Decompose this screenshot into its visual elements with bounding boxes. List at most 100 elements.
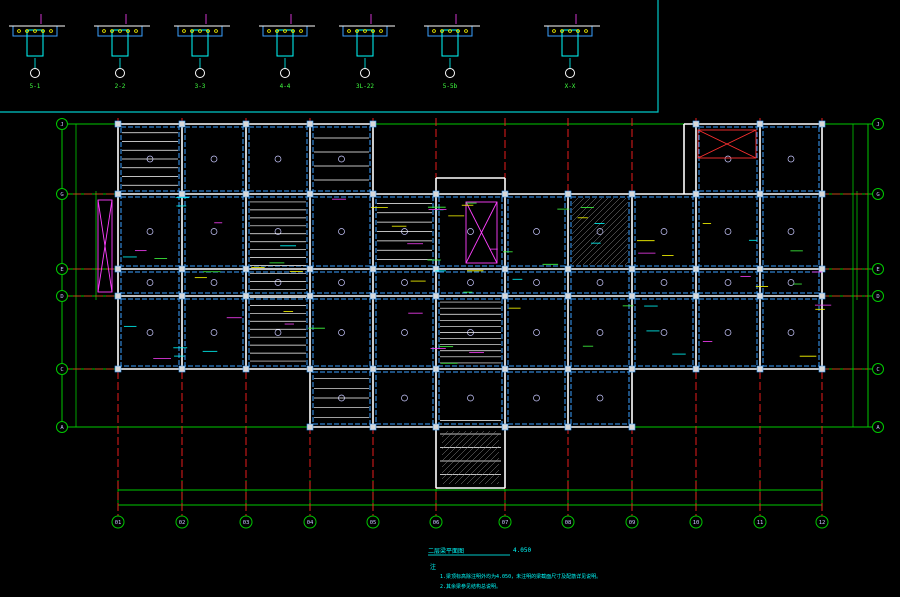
slab-panel <box>507 371 566 425</box>
column <box>242 265 250 273</box>
slab-tag-icon <box>146 228 154 235</box>
axis-bubble-icon <box>111 515 125 529</box>
column <box>756 265 764 273</box>
column <box>369 365 377 373</box>
rebar-dot <box>568 29 572 33</box>
axis-bubble-icon <box>56 188 68 200</box>
slab-tag-icon <box>467 394 474 402</box>
hatch-line <box>624 261 629 266</box>
hatch-line <box>478 463 500 485</box>
axis-bubble-icon <box>625 515 639 529</box>
column <box>628 292 636 300</box>
grid-x-label: 02 <box>179 520 186 526</box>
rebar-dot <box>456 29 460 33</box>
slab-tag-icon <box>210 155 218 163</box>
slab-tag-icon <box>596 394 604 402</box>
column <box>501 365 509 373</box>
opening-frame <box>697 129 757 159</box>
column <box>628 423 636 431</box>
grid-y-label: D <box>876 294 879 300</box>
slab-tag-icon <box>787 228 795 235</box>
column <box>564 423 572 431</box>
slab-tag-icon <box>724 279 732 286</box>
axis-bubble-icon <box>872 263 884 275</box>
hatch-line <box>441 430 473 462</box>
column <box>114 120 122 128</box>
slab-panel <box>120 196 180 267</box>
axis-bubble-icon <box>689 515 703 529</box>
column <box>178 120 186 128</box>
slab-tag-icon <box>401 329 408 336</box>
hatch-line <box>576 213 629 266</box>
column <box>628 365 636 373</box>
axis-bubble-icon <box>872 118 884 130</box>
column <box>818 120 826 128</box>
slab-panel <box>698 271 758 294</box>
column <box>306 423 314 431</box>
slab-tag-icon <box>660 329 668 336</box>
rebar-dot <box>432 29 436 33</box>
axis-bubble-icon <box>56 363 68 375</box>
detail-frame <box>0 0 659 113</box>
column <box>432 423 440 431</box>
column <box>432 190 440 198</box>
slab-panel <box>312 298 371 367</box>
column <box>628 190 636 198</box>
hatch-line <box>441 430 479 468</box>
slab-tag-icon <box>724 329 732 336</box>
rebar-dot <box>379 29 383 33</box>
rebar-dot <box>214 29 218 33</box>
section-marker-icon <box>195 68 205 78</box>
column <box>432 292 440 300</box>
hatch-line <box>460 445 500 485</box>
column <box>501 190 509 198</box>
axis-bubble-icon <box>872 188 884 200</box>
rebar-dot <box>102 29 106 33</box>
grid-y-label: J <box>60 122 63 128</box>
grid-x-label: 04 <box>307 520 314 526</box>
column <box>306 120 314 128</box>
hatch-line <box>571 197 615 241</box>
hatch-line <box>441 430 455 444</box>
slab-panel <box>312 196 371 267</box>
column <box>564 265 572 273</box>
hatch-line <box>571 197 603 229</box>
column <box>628 265 636 273</box>
detail-label: 3L-22 <box>356 83 374 90</box>
detail-label: 2-2 <box>115 83 126 90</box>
grid-y-label: A <box>876 425 880 431</box>
column <box>818 365 826 373</box>
opening-cross-icon <box>465 201 498 264</box>
column <box>178 265 186 273</box>
column <box>564 190 572 198</box>
slab-tag-icon <box>724 155 732 163</box>
notes-line-1: 1.梁顶标高除注明外均为4.050，未注明的梁截面尺寸及配筋详见说明。 <box>440 573 601 580</box>
slab-panel <box>312 371 371 425</box>
column <box>306 365 314 373</box>
hatch-line <box>618 255 629 266</box>
column <box>369 292 377 300</box>
slab-tag-icon <box>210 228 218 235</box>
detail-label: 5-1 <box>30 83 41 90</box>
rebar-dot <box>267 29 271 33</box>
slab-tag-icon <box>467 228 474 235</box>
axis-bubble-icon <box>815 515 829 529</box>
notes-heading: 注 <box>430 563 436 571</box>
hatch-line <box>454 439 500 485</box>
slab-panel <box>184 126 244 192</box>
hatch-line <box>571 197 591 217</box>
detail-section: 5-5b <box>424 14 480 90</box>
slab-tag-icon <box>210 279 218 286</box>
column <box>756 292 764 300</box>
rebar-dot <box>440 29 444 33</box>
slab-panel <box>634 271 694 294</box>
detail-section: 5-1 <box>9 14 65 90</box>
hatch-line <box>571 197 609 235</box>
column <box>501 265 509 273</box>
column <box>564 365 572 373</box>
rebar-dot <box>355 29 359 33</box>
slab-tag-icon <box>533 228 540 235</box>
slab-tag-icon <box>210 329 218 336</box>
plan-title-block: 二层梁平面图 4.050 注 1.梁顶标高除注明外均为4.050，未注明的梁截面… <box>428 547 601 590</box>
hatch-line <box>441 430 461 450</box>
